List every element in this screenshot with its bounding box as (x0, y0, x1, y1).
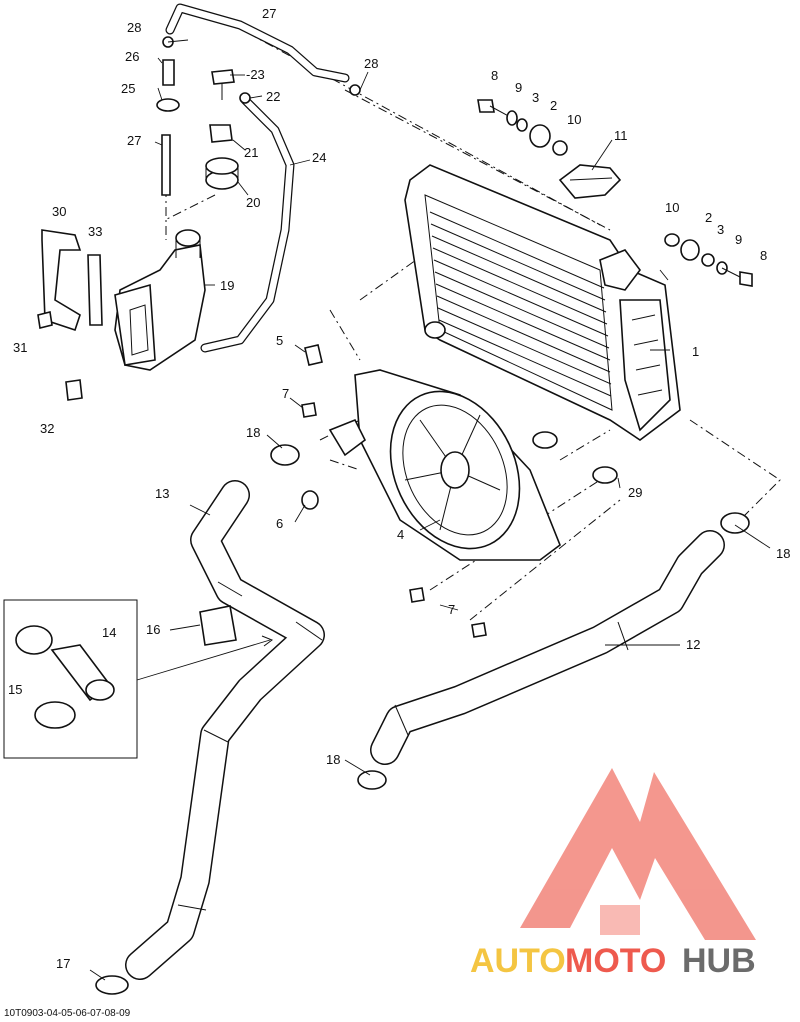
callout-31: 31 (13, 340, 27, 355)
callout-3-right: 3 (717, 222, 724, 237)
callout-9-right: 9 (735, 232, 742, 247)
callout-4: 4 (397, 527, 404, 542)
callout-10-top: 10 (567, 112, 581, 127)
callout-18-upper: 18 (246, 425, 260, 440)
radiator-fins (429, 211, 612, 397)
callout-3-top: 3 (532, 90, 539, 105)
callout-10-right: 10 (665, 200, 679, 215)
callout-17: 17 (56, 956, 70, 971)
hose-12 (370, 530, 725, 765)
bracket-30 (41, 229, 82, 332)
clamps-18 (270, 444, 750, 790)
nut-32 (65, 379, 83, 401)
leader-lines (89, 39, 771, 981)
overflow-tube-24 (200, 95, 295, 353)
callout-25: 25 (121, 81, 135, 96)
callout-1: 1 (692, 344, 699, 359)
hose-13 (125, 480, 325, 980)
mount-hardware-right (664, 233, 753, 287)
callout-11: 11 (614, 128, 628, 143)
pad-33 (87, 254, 103, 326)
callout-19: 19 (220, 278, 234, 293)
nut-31 (37, 311, 53, 329)
plug-21 (209, 124, 233, 143)
callout-18-lower: 18 (326, 752, 340, 767)
diagram-code: 10T0903-04-05-06-07-08-09 (4, 1008, 131, 1019)
clip-22 (239, 92, 251, 104)
clamp-17 (95, 975, 129, 995)
callout-18-right: 18 (776, 546, 790, 561)
callout-27-top: 27 (262, 6, 276, 21)
rubber-grommets-29 (532, 431, 618, 484)
callout-9-top: 9 (515, 80, 522, 95)
callout-32: 32 (40, 421, 54, 436)
brand-word-hub: HUB (682, 942, 756, 980)
reservoir-cap-20 (205, 157, 239, 190)
callout-2-top: 2 (550, 98, 557, 113)
brand-word-auto: AUTO (470, 942, 566, 980)
callout-29: 29 (628, 485, 642, 500)
callout-15: 15 (8, 682, 22, 697)
screws-7 (301, 402, 487, 638)
callout-13: 13 (155, 486, 169, 501)
clamp-16 (199, 605, 237, 646)
nut-6 (301, 490, 319, 510)
coolant-reservoir (114, 229, 206, 371)
vent-tube-27 (165, 3, 350, 83)
callout-22: 22 (266, 89, 280, 104)
radiator (404, 164, 681, 441)
callout-30: 30 (52, 204, 66, 219)
mount-hardware-top (477, 99, 568, 156)
callout-23: -23 (246, 67, 265, 82)
callout-16: 16 (146, 622, 160, 637)
callout-14: 14 (102, 625, 116, 640)
callout-21: 21 (244, 145, 258, 160)
callout-8-top: 8 (491, 68, 498, 83)
callout-labels: 1 2 2 3 3 4 5 6 7 7 8 8 9 9 10 10 11 12 … (8, 6, 790, 971)
callout-2-right: 2 (705, 210, 712, 225)
radiator-cap (558, 164, 622, 199)
callout-24: 24 (312, 150, 326, 165)
fitting-26 (162, 59, 175, 86)
detail-inset (3, 599, 274, 759)
brand-word-moto: MOTO (565, 942, 666, 980)
callout-28-right: 28 (364, 56, 378, 71)
fitting-23 (211, 69, 235, 100)
clip-28-right (349, 84, 361, 96)
callout-7-lower: 7 (448, 602, 455, 617)
callout-27-lower: 27 (127, 133, 141, 148)
fitting-5 (304, 344, 323, 366)
callout-7-upper: 7 (282, 386, 289, 401)
tube-27-lower (161, 134, 171, 196)
callout-6: 6 (276, 516, 283, 531)
callout-20: 20 (246, 195, 260, 210)
callout-8-right: 8 (760, 248, 767, 263)
callout-33: 33 (88, 224, 102, 239)
cooling-fan (328, 369, 561, 561)
callout-12: 12 (686, 637, 700, 652)
callout-5: 5 (276, 333, 283, 348)
automotohub-logo (520, 768, 756, 940)
callout-26: 26 (125, 49, 139, 64)
grommet-25 (156, 98, 180, 112)
callout-28-top: 28 (127, 20, 141, 35)
